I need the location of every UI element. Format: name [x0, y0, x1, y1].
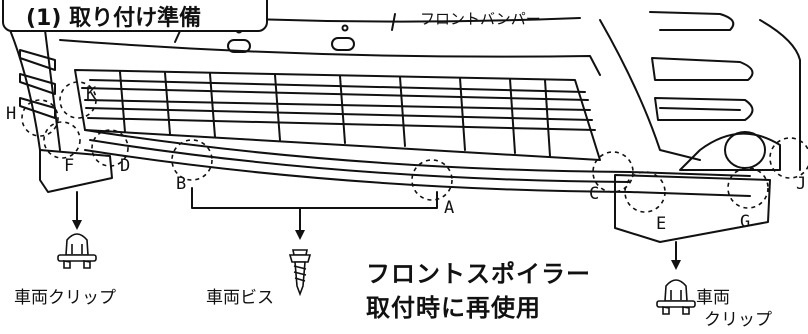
- label-vehicle-clip-right-2: クリップ: [704, 310, 772, 330]
- point-circle-f: [43, 121, 81, 159]
- bumper-upper-contour: [59, 39, 601, 76]
- point-a: A: [444, 198, 455, 218]
- label-vehicle-clip-right-1: 車両: [696, 288, 730, 308]
- point-circle-e: [624, 171, 666, 213]
- screw-icon: [288, 249, 312, 297]
- section-title-box: (1) 取り付け準備: [2, 0, 268, 32]
- spoiler-left-corner: [39, 149, 113, 193]
- label-vehicle-clip-left: 車両クリップ: [14, 288, 116, 308]
- point-b: B: [176, 174, 187, 194]
- spoiler-edge-bottom: [84, 149, 751, 197]
- clip-icon-left: [57, 233, 97, 269]
- point-j: J: [796, 174, 807, 194]
- arrow-screw: [295, 230, 305, 240]
- section-title: (1) 取り付け準備: [26, 6, 202, 31]
- point-f: F: [64, 156, 75, 176]
- point-d: D: [120, 156, 131, 176]
- clip-icon-right: [656, 279, 696, 315]
- spoiler-right-corner: [614, 174, 771, 243]
- point-circle-d: [91, 129, 129, 167]
- label-reuse-note: 取付時に再使用: [366, 294, 541, 322]
- point-circle-b: [171, 139, 213, 181]
- point-k: K: [86, 84, 97, 104]
- arrow-right-clip: [671, 260, 681, 270]
- point-circle-a: [411, 159, 453, 201]
- label-front-spoiler: フロントスポイラー: [366, 260, 591, 288]
- label-front-bumper: フロントバンパー: [420, 10, 541, 28]
- arrow-left-clip: [72, 220, 82, 230]
- label-vehicle-screw: 車両ビス: [206, 288, 274, 308]
- point-c: C: [589, 184, 600, 204]
- point-circle-h: [21, 99, 59, 137]
- point-circle-k: [59, 81, 97, 119]
- point-circle-c: [592, 151, 634, 193]
- screw-bracket: [191, 187, 438, 209]
- point-circle-j: [769, 137, 808, 179]
- spoiler-edge-top: [84, 129, 751, 177]
- point-circle-g: [727, 167, 769, 209]
- point-g: G: [740, 212, 751, 232]
- point-e: E: [656, 214, 667, 234]
- point-h: H: [6, 104, 17, 124]
- grille-outline: [74, 69, 601, 161]
